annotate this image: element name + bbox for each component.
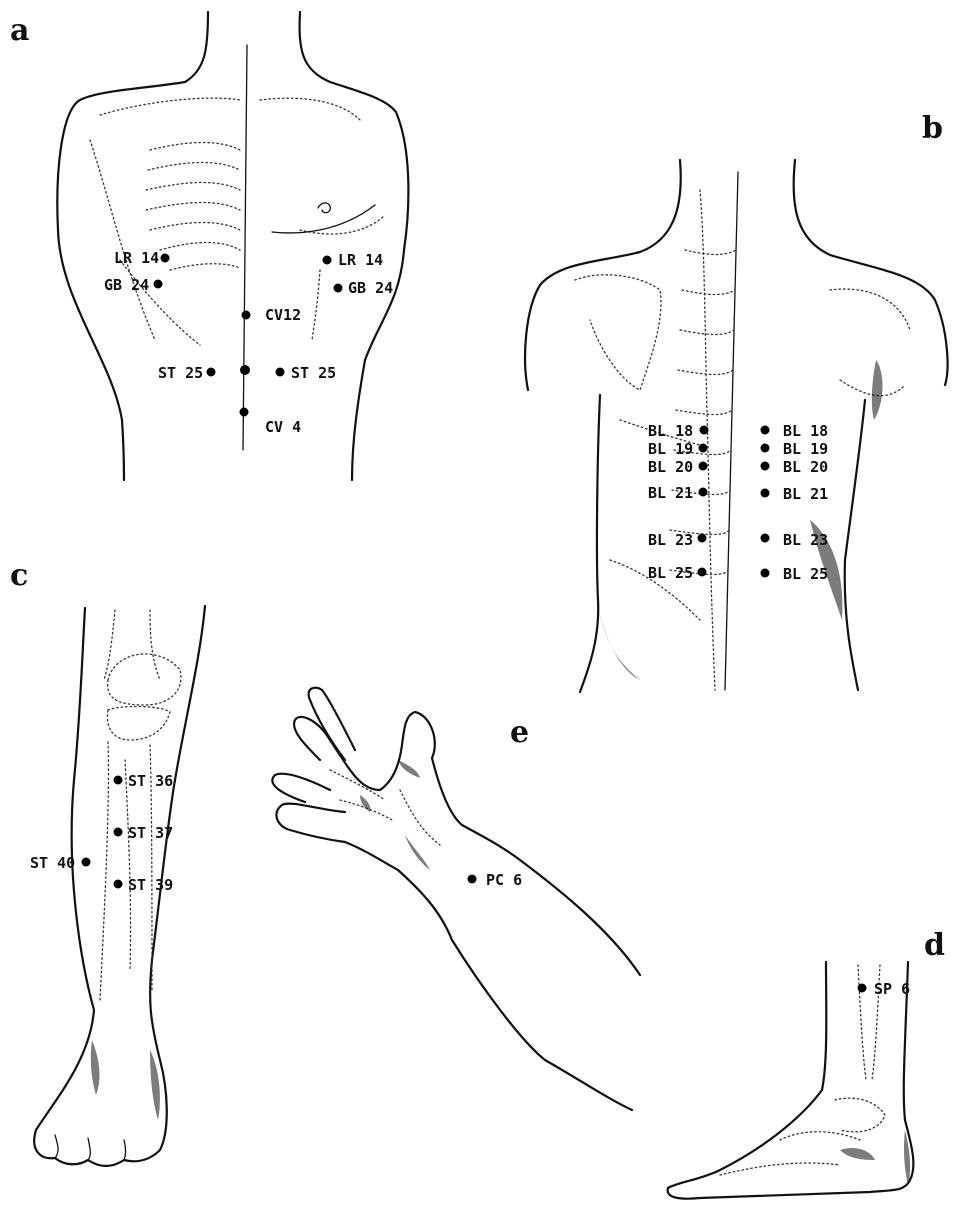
point-st25-right [207,368,216,377]
point-st36 [114,776,123,785]
panel-c: c ST 36 ST 37 ST 40 ST 39 [10,558,205,1166]
point-sp6 [858,984,867,993]
label-bl21-right: BL 21 [783,485,828,503]
point-st39 [114,880,123,889]
label-bl25-left: BL 25 [648,564,693,582]
panel-letter-a: a [10,13,29,48]
points-e: PC 6 [468,871,523,889]
label-bl19-right: BL 19 [783,440,828,458]
point-st37 [114,828,123,837]
label-sp6: SP 6 [874,980,910,998]
point-lr14-left [323,256,332,265]
panel-letter-d: d [924,928,945,963]
label-st25-left: ST 25 [291,364,336,382]
label-bl20-right: BL 20 [783,458,828,476]
point-bl19-left [699,444,708,453]
label-bl23-right: BL 23 [783,531,828,549]
point-bl18-right [761,426,770,435]
point-bl25-right [761,569,770,578]
label-bl20-left: BL 20 [648,458,693,476]
point-bl19-right [761,444,770,453]
label-st25-right: ST 25 [158,364,203,382]
back-outline [525,160,947,692]
point-bl23-left [698,534,707,543]
label-bl21-left: BL 21 [648,484,693,502]
label-gb24-right: GB 24 [104,276,149,294]
panel-letter-b: b [922,111,943,146]
label-pc6: PC 6 [486,871,522,889]
points-a: LR 14 GB 24 LR 14 GB 24 CV12 ST 25 ST 25… [104,249,393,436]
midline [243,45,247,450]
points-d: SP 6 [858,980,911,998]
nipple [318,203,330,213]
point-gb24-left [334,284,343,293]
panel-letter-e: e [510,715,529,750]
point-cv4 [240,408,249,417]
panel-a: a LR 14 GB 24 LR 14 GB 24 CV12 ST 25 [10,12,408,480]
label-gb24-left: GB 24 [348,279,393,297]
hand-outline [272,688,640,1110]
panel-letter-c: c [10,558,28,593]
point-bl18-left [700,426,709,435]
label-st37: ST 37 [128,824,173,842]
label-bl18-left: BL 18 [648,422,693,440]
label-cv12: CV12 [265,306,301,324]
point-lr14-right [161,254,170,263]
panel-e: e PC 6 [272,688,640,1110]
point-bl21-right [761,489,770,498]
label-lr14-left: LR 14 [338,251,383,269]
label-st40: ST 40 [30,854,75,872]
point-bl23-right [761,534,770,543]
torso-front-outline [57,12,408,480]
point-bl20-right [761,462,770,471]
point-bl20-left [699,462,708,471]
label-bl25-right: BL 25 [783,565,828,583]
label-st36: ST 36 [128,772,173,790]
point-bl25-left [698,568,707,577]
label-cv4: CV 4 [265,418,301,436]
label-lr14-right: LR 14 [114,249,159,267]
point-bl21-left [699,488,708,497]
navel [240,365,250,375]
point-gb24-right [154,280,163,289]
point-st40 [82,858,91,867]
points-b: BL 18 BL 19 BL 20 BL 21 BL 23 BL 25 BL 1… [648,422,828,583]
point-pc6 [468,875,477,884]
point-cv12 [242,311,251,320]
panel-b: b BL 18 BL 19 BL 20 BL 21 BL 23 BL 25 [525,111,947,692]
label-bl19-left: BL 19 [648,440,693,458]
label-bl18-right: BL 18 [783,422,828,440]
panel-d: d SP 6 [668,928,945,1199]
point-st25-left [276,368,285,377]
label-bl23-left: BL 23 [648,531,693,549]
back-midline [725,172,738,690]
label-st39: ST 39 [128,876,173,894]
